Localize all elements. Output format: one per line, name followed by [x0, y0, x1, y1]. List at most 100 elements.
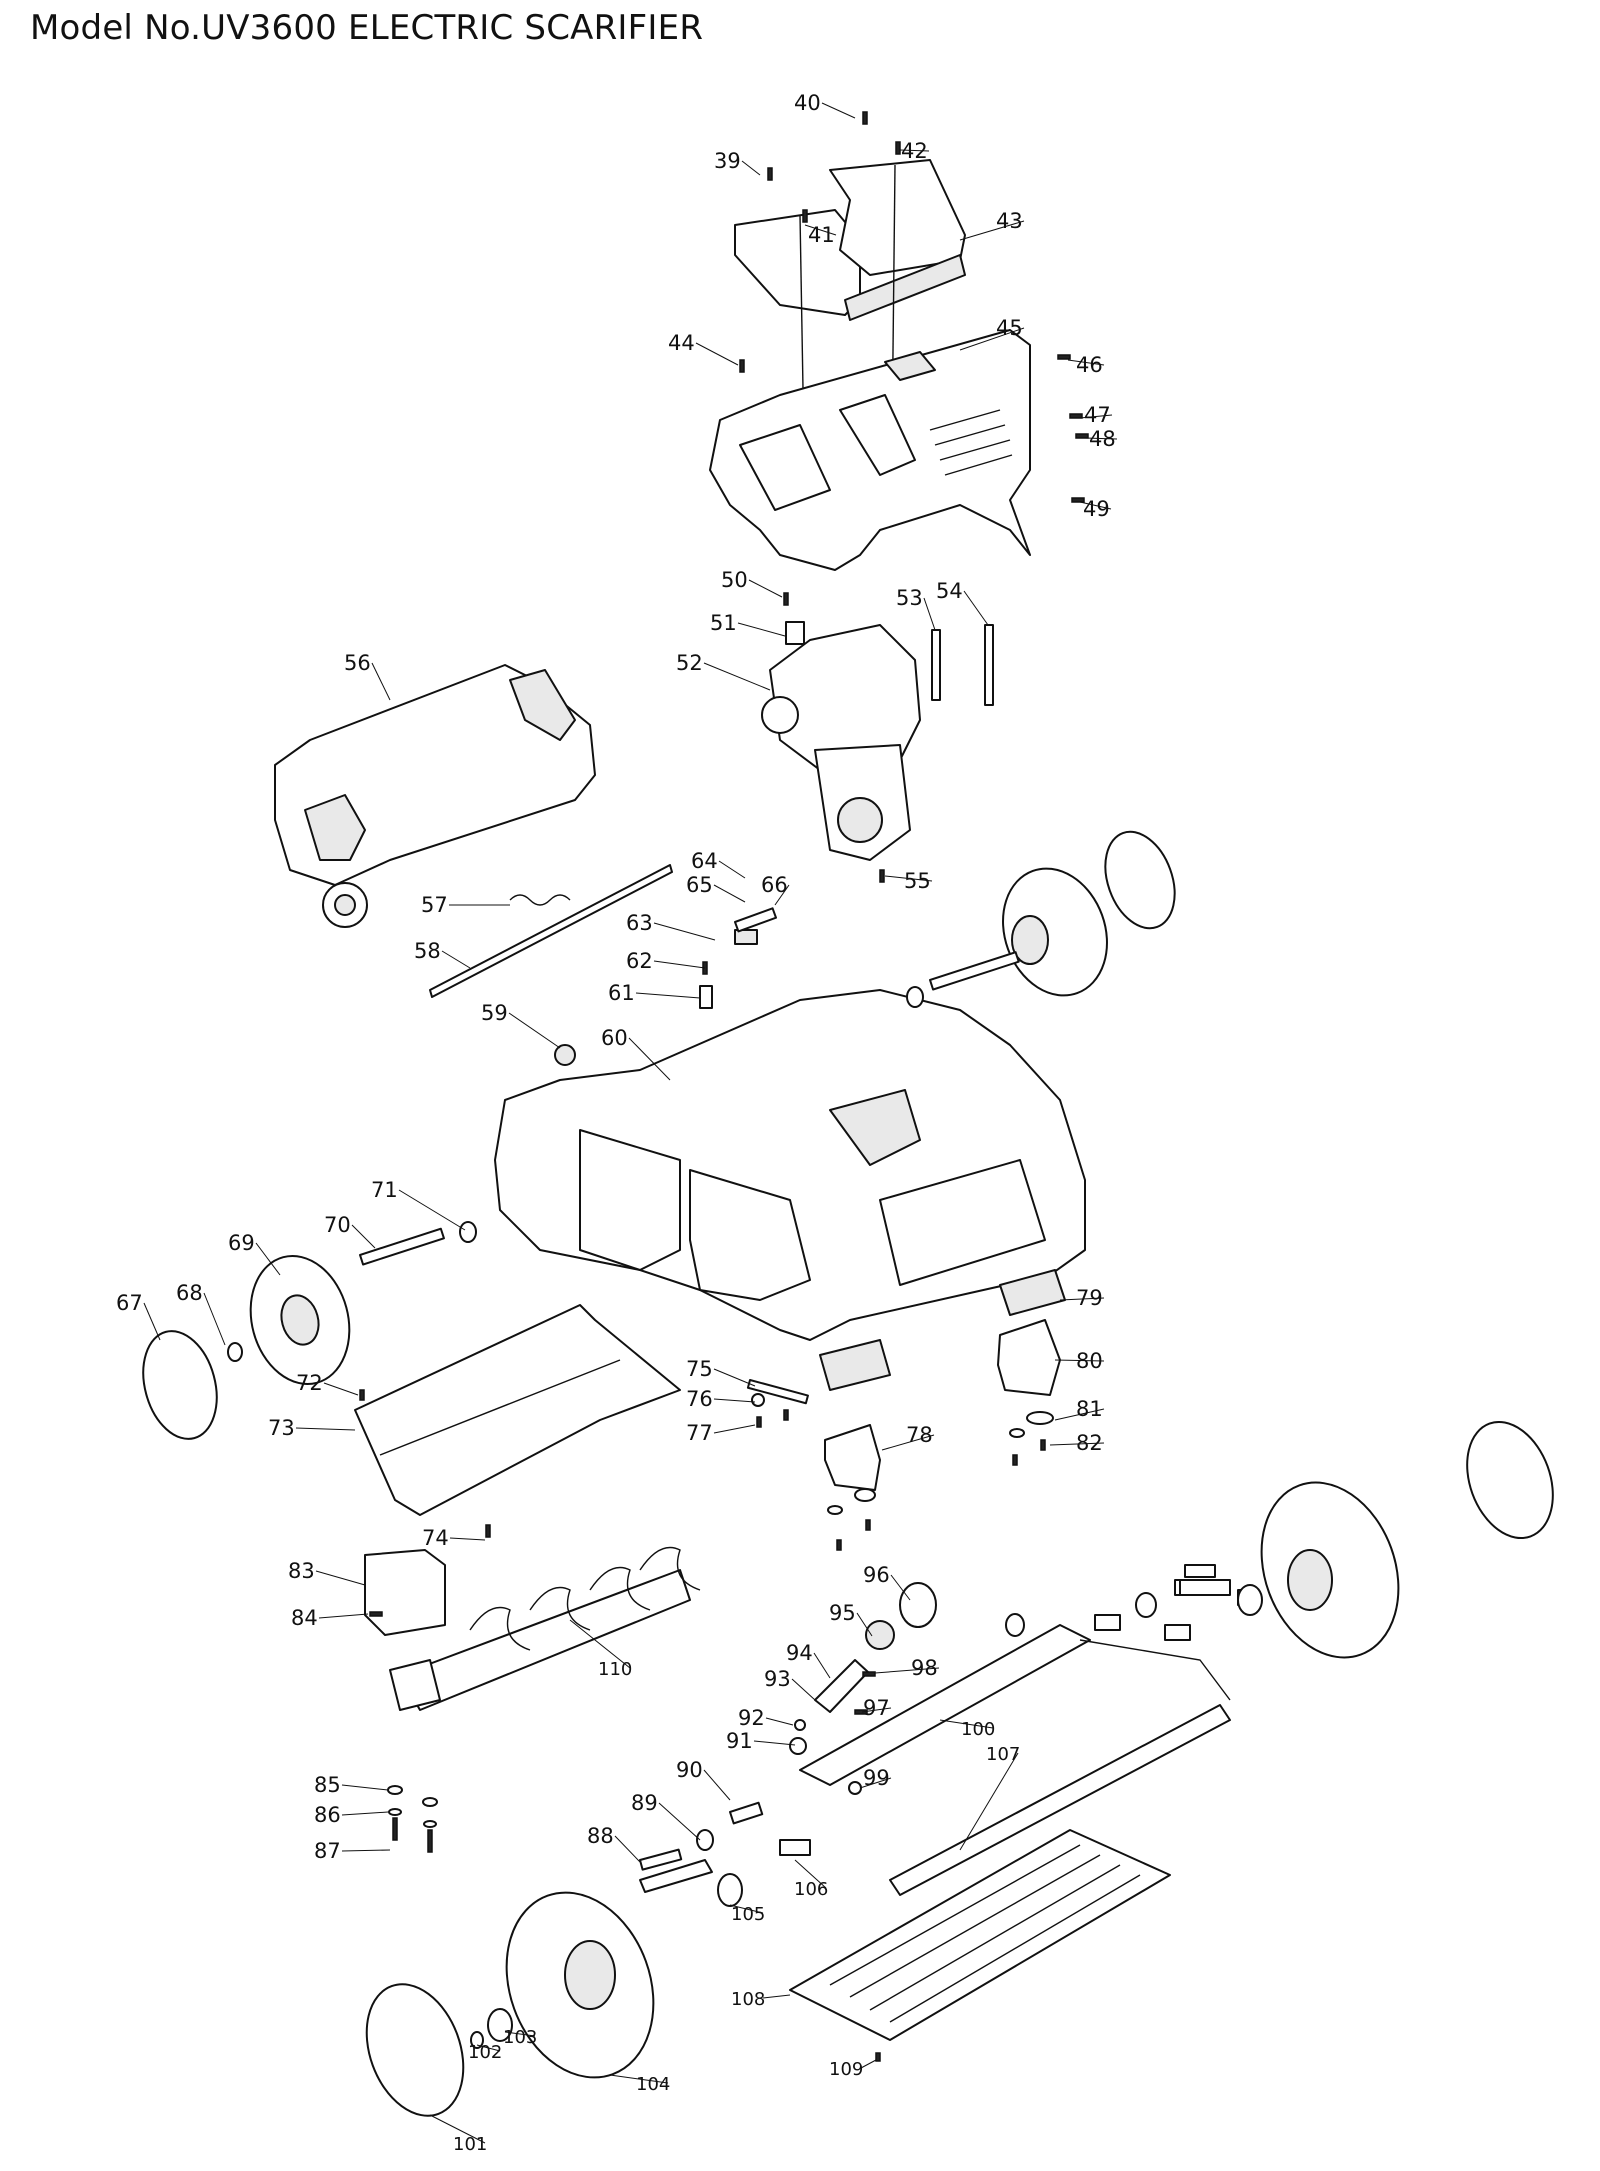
leader-line-50 — [748, 579, 783, 598]
part-label-104: 104 — [636, 2074, 670, 2095]
part-label-110: 110 — [598, 1659, 632, 1680]
part-label-95: 95 — [829, 1601, 856, 1625]
leader-line-55 — [884, 875, 933, 882]
part-label-89: 89 — [631, 1791, 658, 1815]
leader-line-104 — [609, 2074, 669, 2084]
leader-line-81 — [1054, 1408, 1105, 1421]
leader-line-109 — [860, 2059, 877, 2069]
leader-line-56 — [371, 662, 391, 701]
fasteners-drawing — [359, 111, 1263, 2062]
part-label-58: 58 — [414, 939, 441, 963]
part-label-79: 79 — [1076, 1286, 1103, 1310]
leader-line-60 — [628, 1037, 671, 1081]
part-drawings — [142, 111, 1554, 2117]
leader-line-51 — [737, 622, 786, 637]
leader-line-72 — [323, 1382, 359, 1396]
part-label-62: 62 — [626, 949, 653, 973]
leader-line-88 — [614, 1835, 641, 1863]
grass-box-drawing — [274, 664, 596, 928]
part-label-99: 99 — [863, 1766, 890, 1790]
leader-line-66 — [774, 884, 790, 906]
part-label-43: 43 — [996, 209, 1023, 233]
part-label-69: 69 — [228, 1231, 255, 1255]
leader-line-64 — [718, 860, 746, 879]
leader-line-110 — [569, 1619, 631, 1669]
part-label-102: 102 — [468, 2042, 502, 2063]
part-label-77: 77 — [686, 1421, 713, 1445]
part-label-61: 61 — [608, 981, 635, 1005]
part-label-64: 64 — [691, 849, 718, 873]
leader-line-39 — [741, 160, 761, 176]
part-label-57: 57 — [421, 893, 448, 917]
part-label-100: 100 — [961, 1719, 995, 1740]
leader-line-99 — [859, 1777, 892, 1789]
part-label-81: 81 — [1076, 1397, 1103, 1421]
part-label-75: 75 — [686, 1357, 713, 1381]
leader-line-86 — [341, 1811, 389, 1816]
part-label-91: 91 — [726, 1729, 753, 1753]
leader-line-68 — [203, 1292, 226, 1346]
part-label-59: 59 — [481, 1001, 508, 1025]
part-label-41: 41 — [808, 223, 835, 247]
leader-line-65 — [713, 884, 746, 903]
part-label-87: 87 — [314, 1839, 341, 1863]
part-label-71: 71 — [371, 1178, 398, 1202]
part-label-70: 70 — [324, 1213, 351, 1237]
part-label-68: 68 — [176, 1281, 203, 1305]
leader-line-58 — [441, 950, 471, 969]
leader-line-84 — [318, 1613, 369, 1619]
leader-line-45 — [959, 327, 1025, 351]
part-label-107: 107 — [986, 1744, 1020, 1765]
leader-line-48 — [1084, 437, 1118, 440]
leader-line-101 — [429, 2114, 486, 2144]
leader-line-103 — [504, 2031, 536, 2037]
leader-line-46 — [1067, 359, 1105, 366]
part-label-48: 48 — [1089, 427, 1116, 451]
part-label-84: 84 — [291, 1606, 318, 1630]
motor-drawing — [761, 624, 921, 861]
part-label-73: 73 — [268, 1416, 295, 1440]
leader-line-80 — [1054, 1359, 1105, 1362]
part-label-65: 65 — [686, 873, 713, 897]
part-label-63: 63 — [626, 911, 653, 935]
part-label-76: 76 — [686, 1387, 713, 1411]
leader-line-42 — [899, 149, 930, 152]
leader-line-53 — [923, 597, 936, 631]
leader-line-71 — [398, 1189, 466, 1231]
leader-line-90 — [703, 1769, 731, 1801]
leader-line-59 — [508, 1012, 561, 1049]
part-label-82: 82 — [1076, 1431, 1103, 1455]
leader-line-74 — [449, 1537, 486, 1541]
rear-right-wheel-drawing — [906, 830, 1176, 1008]
rear-right-lower-wheel-drawing — [1174, 1420, 1554, 1659]
part-label-96: 96 — [863, 1563, 890, 1587]
leader-line-93 — [791, 1678, 816, 1701]
part-label-60: 60 — [601, 1026, 628, 1050]
leader-line-61 — [635, 992, 701, 999]
leader-line-78 — [881, 1434, 935, 1451]
part-label-108: 108 — [731, 1989, 765, 2010]
leader-line-73 — [295, 1427, 356, 1431]
top-cover-drawing — [709, 329, 1031, 571]
height-brackets-drawing — [819, 1269, 1066, 1491]
part-label-78: 78 — [906, 1423, 933, 1447]
part-label-80: 80 — [1076, 1349, 1103, 1373]
leader-line-70 — [351, 1224, 376, 1249]
part-label-40: 40 — [794, 91, 821, 115]
part-label-85: 85 — [314, 1773, 341, 1797]
spring-rod-drawing — [429, 864, 673, 998]
leader-line-105 — [729, 1904, 764, 1914]
part-label-74: 74 — [422, 1526, 449, 1550]
leader-line-76 — [713, 1398, 756, 1403]
part-label-50: 50 — [721, 568, 748, 592]
leader-line-82 — [1049, 1442, 1105, 1446]
part-label-88: 88 — [587, 1824, 614, 1848]
part-label-98: 98 — [911, 1656, 938, 1680]
leader-line-108 — [762, 1994, 791, 1999]
leader-line-85 — [341, 1784, 389, 1791]
part-label-83: 83 — [288, 1559, 315, 1583]
part-label-66: 66 — [761, 873, 788, 897]
leader-lines — [143, 102, 1118, 2144]
leader-line-43 — [959, 220, 1025, 241]
part-label-53: 53 — [896, 586, 923, 610]
